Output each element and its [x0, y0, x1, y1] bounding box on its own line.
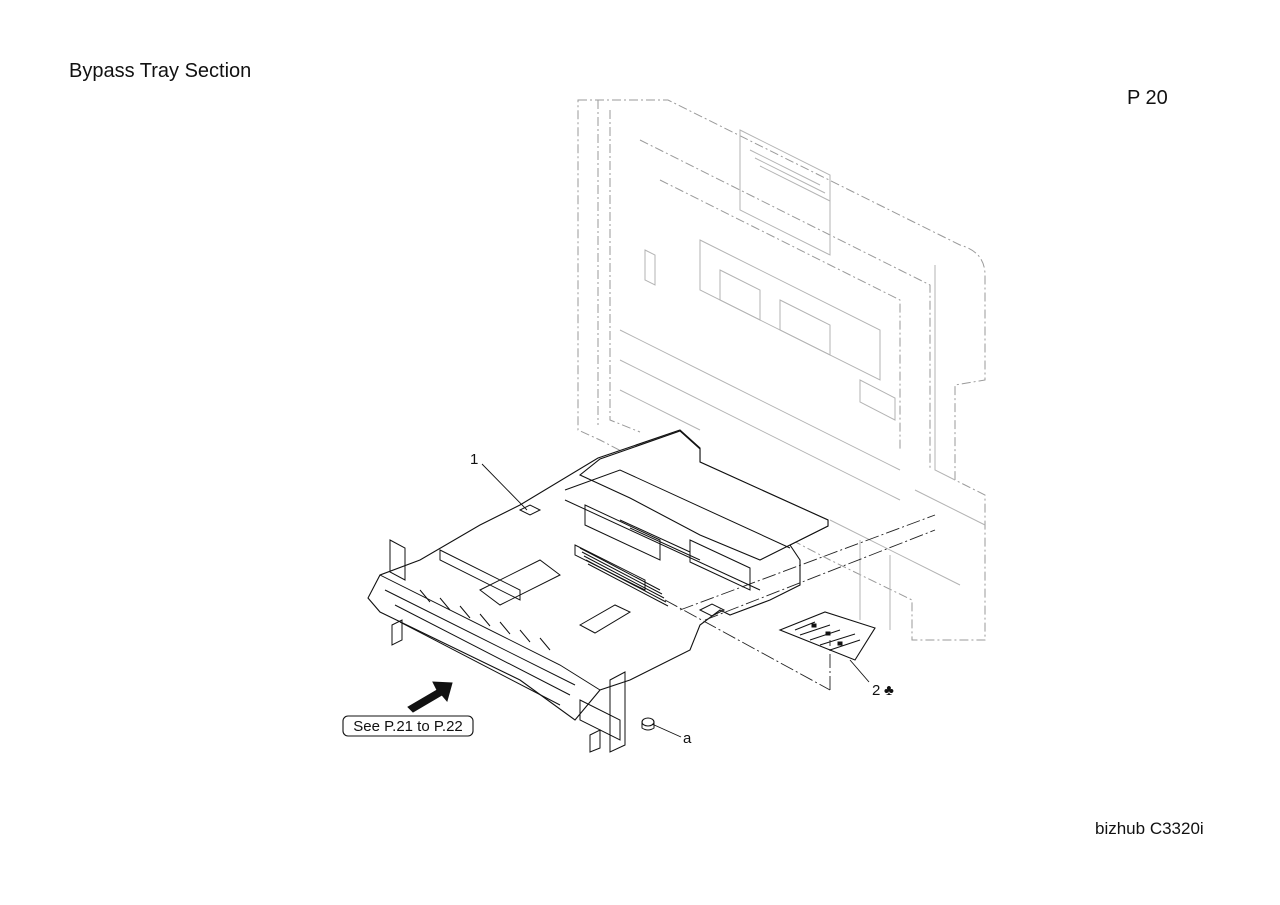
callout-2: 2: [872, 682, 880, 699]
screw-a: [641, 717, 655, 731]
main-body-ghost: [577, 99, 986, 641]
page-number: P 20: [1127, 87, 1168, 109]
club-icon: ♣: [884, 682, 894, 699]
reference-box-label: See P.21 to P.22: [353, 718, 463, 735]
model-name: bizhub C3320i: [1095, 819, 1204, 838]
reference-box[interactable]: See P.21 to P.22: [342, 715, 474, 737]
bypass-tray-unit: [367, 429, 829, 753]
reference-arrow-icon: [407, 681, 453, 713]
leader-lines: [481, 463, 870, 738]
page-title: Bypass Tray Section: [69, 60, 252, 82]
assembly-chain-lines: [664, 514, 936, 691]
label-plate: [778, 611, 876, 661]
callout-a: a: [683, 730, 692, 747]
callout-1: 1: [470, 451, 478, 468]
